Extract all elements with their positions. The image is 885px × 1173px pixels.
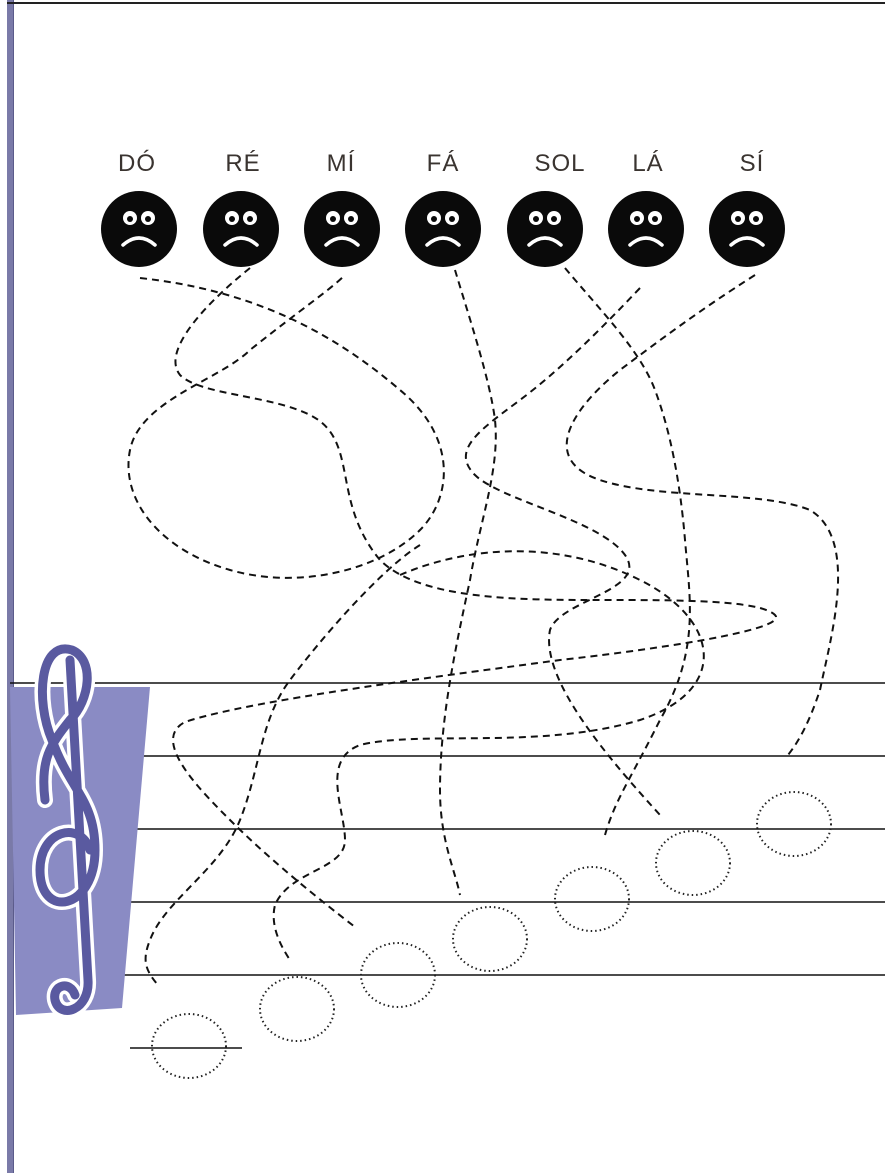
sad-face-icon-sol — [507, 191, 583, 267]
note-circle-6 — [656, 831, 730, 895]
note-circle-4 — [453, 907, 527, 971]
sad-face-icon-la — [608, 191, 684, 267]
path-do — [128, 275, 443, 578]
sad-face-icon-re — [203, 191, 279, 267]
maze-paths — [128, 268, 838, 985]
sad-face-icon-mi — [304, 191, 380, 267]
note-targets — [152, 792, 831, 1078]
sad-face-icon-do — [101, 191, 177, 267]
path-fa — [440, 270, 496, 895]
path-extra — [146, 545, 420, 985]
note-circle-2 — [260, 977, 334, 1041]
treble-clef-icon — [10, 649, 150, 1015]
note-circle-7 — [757, 792, 831, 856]
note-circle-5 — [555, 867, 629, 931]
path-re — [173, 268, 776, 927]
path-sol — [565, 268, 690, 835]
note-circle-1 — [152, 1014, 226, 1078]
sad-face-icon-si — [709, 191, 785, 267]
sad-face-icon-fa — [405, 191, 481, 267]
